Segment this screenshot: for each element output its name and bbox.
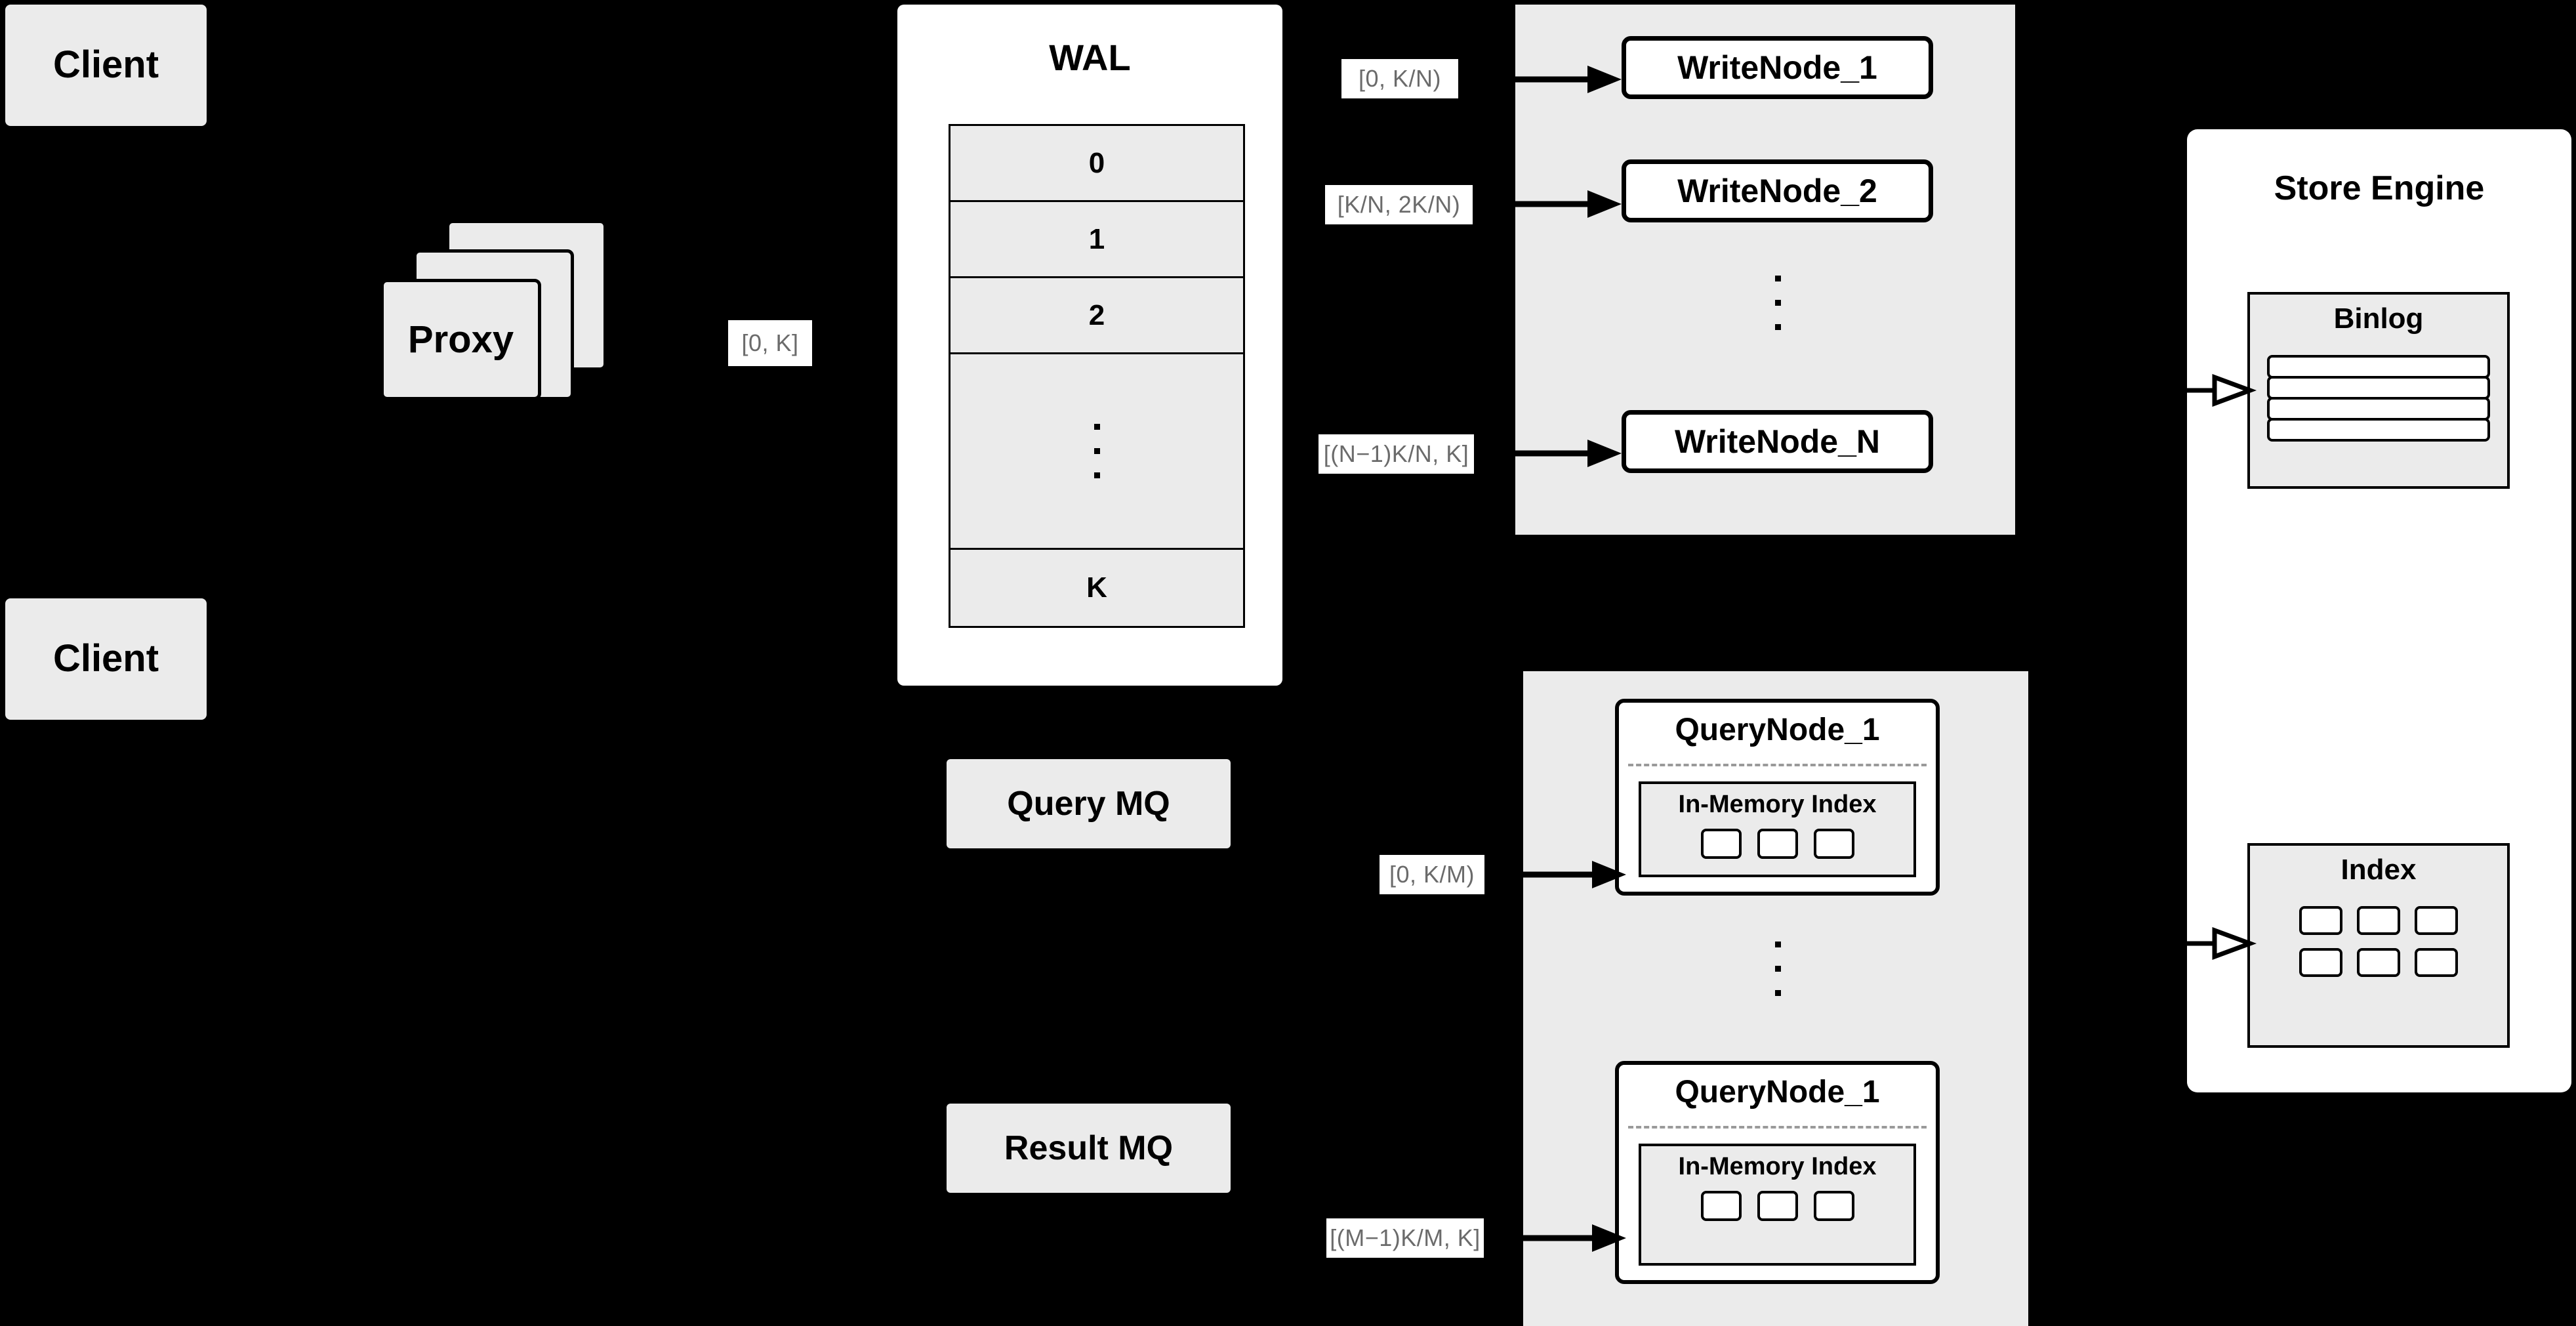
index-cell bbox=[1700, 1191, 1742, 1221]
arrow-wal-to-writenode-n bbox=[1476, 440, 1622, 467]
write-node-ellipsis bbox=[1770, 276, 1786, 330]
wal-container: WAL 0 1 2 K bbox=[897, 5, 1282, 686]
ellipsis-dot bbox=[1774, 324, 1781, 330]
client-node-2[interactable]: Client bbox=[5, 598, 207, 720]
write-node-1[interactable]: WriteNode_1 bbox=[1622, 36, 1933, 99]
write-node-2[interactable]: WriteNode_2 bbox=[1622, 159, 1933, 222]
range-label-proxy-to-wal-text: [0, K] bbox=[741, 329, 799, 356]
store-engine-title: Store Engine bbox=[2274, 169, 2485, 207]
index-title: Index bbox=[2341, 854, 2417, 886]
query-node-1-in-memory-index: In-Memory Index bbox=[1639, 781, 1916, 877]
index-cell bbox=[1757, 829, 1798, 859]
index-cell bbox=[2299, 948, 2342, 977]
range-label-proxy-to-wal: [0, K] bbox=[728, 320, 812, 366]
index-cell bbox=[2415, 948, 2458, 977]
index-cell bbox=[1700, 829, 1742, 859]
binlog-row bbox=[2267, 376, 2490, 400]
query-node-m-in-memory-index-title: In-Memory Index bbox=[1678, 1153, 1877, 1180]
query-mq-node[interactable]: Query MQ bbox=[947, 759, 1231, 848]
query-node-1-index-cells bbox=[1641, 829, 1913, 859]
store-engine-container: Store Engine Binlog Index bbox=[2187, 129, 2571, 1092]
wal-row-1: 1 bbox=[951, 202, 1243, 278]
query-node-1-title: QueryNode_1 bbox=[1675, 713, 1880, 747]
query-node-m-in-memory-index: In-Memory Index bbox=[1639, 1144, 1916, 1266]
arrow-wal-to-writenode-1 bbox=[1476, 66, 1622, 93]
index-cell bbox=[2357, 948, 2400, 977]
binlog-title: Binlog bbox=[2333, 302, 2424, 335]
wal-title: WAL bbox=[1049, 37, 1131, 78]
ellipsis-dot bbox=[1094, 472, 1100, 478]
range-label-writenode-1: [0, K/N) bbox=[1341, 59, 1458, 98]
query-node-1-in-memory-index-title: In-Memory Index bbox=[1678, 791, 1877, 818]
ellipsis-dot bbox=[1774, 942, 1781, 947]
arrow-querymq-to-querynode-1 bbox=[1486, 861, 1626, 888]
index-cell bbox=[1757, 1191, 1798, 1221]
client-node-2-label: Client bbox=[52, 637, 159, 680]
ellipsis-dot bbox=[1774, 276, 1781, 281]
index-cell bbox=[2415, 906, 2458, 935]
range-label-writenode-n: [(N−1)K/N, K] bbox=[1319, 434, 1474, 474]
query-node-1[interactable]: QueryNode_1 In-Memory Index bbox=[1615, 699, 1940, 896]
ellipsis-dot bbox=[1094, 448, 1100, 454]
client-node-1[interactable]: Client bbox=[5, 5, 207, 126]
range-label-querynode-m-text: [(M−1)K/M, K] bbox=[1330, 1224, 1481, 1251]
binlog-row bbox=[2267, 397, 2490, 421]
range-label-querynode-1: [0, K/M) bbox=[1380, 855, 1484, 894]
index-cell bbox=[2299, 906, 2342, 935]
wal-row-2: 2 bbox=[951, 278, 1243, 354]
wal-ellipsis bbox=[951, 354, 1243, 550]
binlog-row bbox=[2267, 355, 2490, 379]
range-label-querynode-m: [(M−1)K/M, K] bbox=[1326, 1218, 1484, 1258]
index-grid-row bbox=[2299, 906, 2458, 935]
query-node-m-index-cells bbox=[1641, 1191, 1913, 1221]
wal-table: 0 1 2 K bbox=[949, 124, 1245, 628]
binlog-row bbox=[2267, 418, 2490, 442]
arrow-querynode-to-index bbox=[2187, 926, 2257, 961]
range-label-writenode-1-text: [0, K/N) bbox=[1358, 65, 1442, 92]
arrow-writenode-to-binlog bbox=[2187, 373, 2257, 407]
query-mq-label: Query MQ bbox=[1007, 784, 1170, 823]
range-label-querynode-1-text: [0, K/M) bbox=[1389, 861, 1475, 888]
proxy-label: Proxy bbox=[407, 318, 514, 361]
arrow-querymq-to-querynode-m bbox=[1486, 1224, 1626, 1252]
ellipsis-dot bbox=[1774, 990, 1781, 996]
query-node-m[interactable]: QueryNode_1 In-Memory Index bbox=[1615, 1061, 1940, 1284]
proxy-stack[interactable]: Proxy bbox=[380, 220, 669, 423]
range-label-writenode-n-text: [(N−1)K/N, K] bbox=[1323, 440, 1469, 467]
binlog-panel: Binlog bbox=[2247, 292, 2510, 489]
wal-row-k: K bbox=[1086, 571, 1107, 604]
ellipsis-dot bbox=[1774, 300, 1781, 306]
proxy-card-front[interactable]: Proxy bbox=[380, 279, 541, 400]
binlog-rows bbox=[2267, 355, 2490, 442]
query-node-ellipsis bbox=[1770, 942, 1786, 996]
index-cell bbox=[1813, 1191, 1854, 1221]
write-node-n[interactable]: WriteNode_N bbox=[1622, 410, 1933, 473]
query-node-1-divider bbox=[1628, 764, 1927, 766]
ellipsis-dot bbox=[1774, 966, 1781, 972]
range-label-writenode-2-text: [K/N, 2K/N) bbox=[1337, 191, 1461, 218]
index-grid bbox=[2250, 906, 2507, 977]
query-node-m-divider bbox=[1628, 1126, 1927, 1129]
range-label-writenode-2: [K/N, 2K/N) bbox=[1325, 185, 1473, 224]
index-panel: Index bbox=[2247, 843, 2510, 1048]
result-mq-label: Result MQ bbox=[1004, 1129, 1174, 1167]
write-node-n-label: WriteNode_N bbox=[1674, 423, 1880, 460]
index-cell bbox=[1813, 829, 1854, 859]
client-node-1-label: Client bbox=[52, 43, 159, 87]
index-cell bbox=[2357, 906, 2400, 935]
write-node-2-label: WriteNode_2 bbox=[1677, 172, 1877, 209]
wal-row-0: 0 bbox=[951, 126, 1243, 202]
result-mq-node[interactable]: Result MQ bbox=[947, 1104, 1231, 1193]
query-node-m-title: QueryNode_1 bbox=[1675, 1075, 1880, 1109]
ellipsis-dot bbox=[1094, 424, 1100, 430]
write-node-1-label: WriteNode_1 bbox=[1677, 49, 1877, 86]
arrow-wal-to-writenode-2 bbox=[1476, 190, 1622, 218]
index-grid-row bbox=[2299, 948, 2458, 977]
